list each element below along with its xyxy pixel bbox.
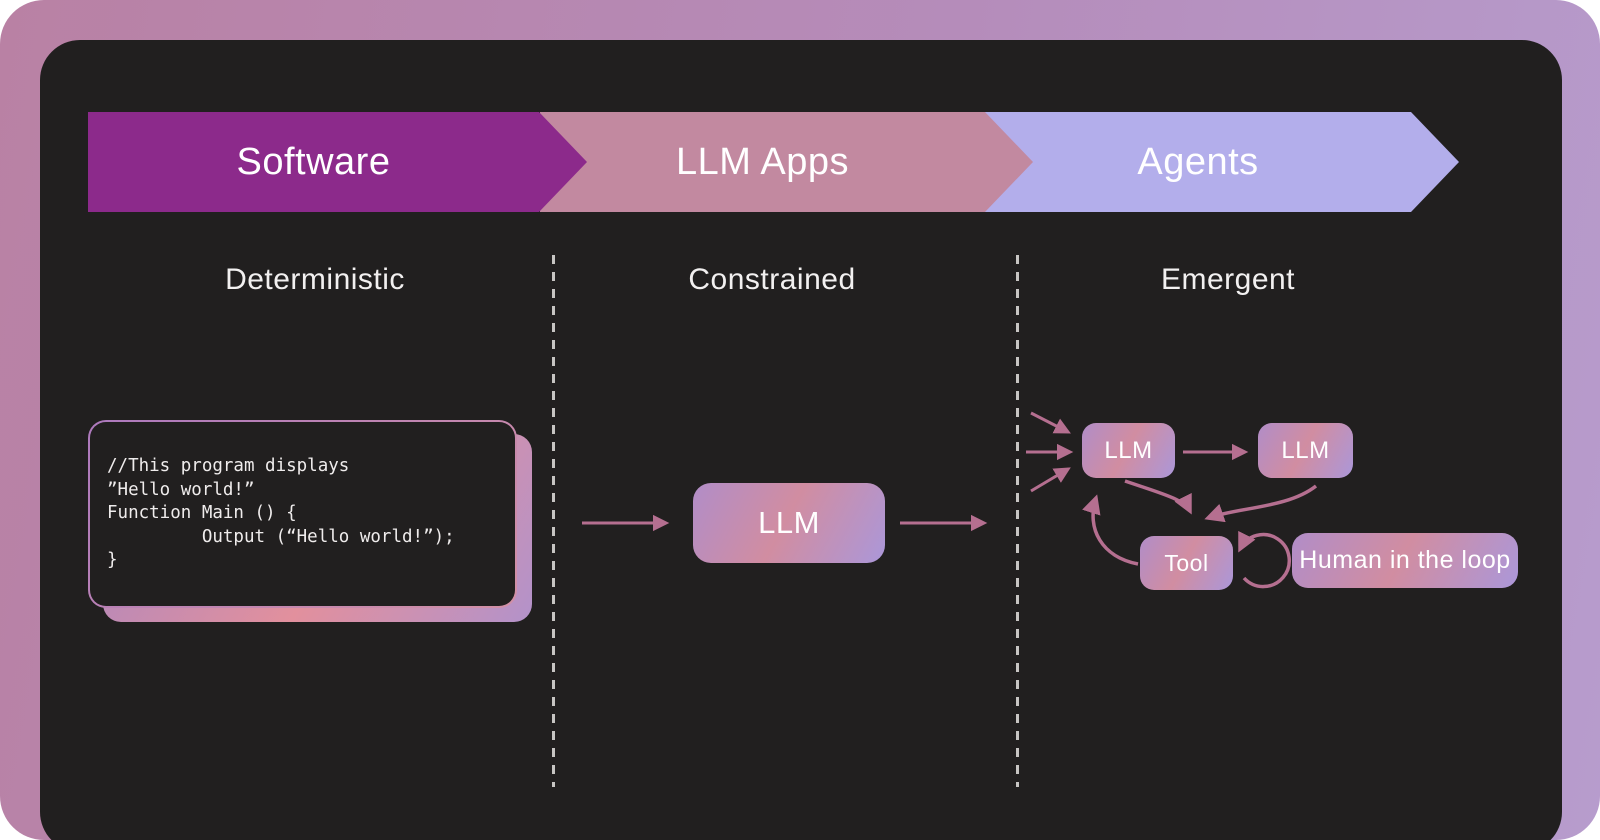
- llm-node-constrained-label: LLM: [758, 505, 820, 540]
- column-divider-right: [1016, 255, 1019, 787]
- human-in-the-loop-label: Human in the loop: [1299, 546, 1511, 574]
- stage-label-agents: Agents: [1137, 140, 1259, 183]
- llm-node-constrained: LLM: [693, 483, 885, 563]
- llm-node-2-label: LLM: [1281, 436, 1330, 464]
- stage-label-software: Software: [236, 140, 391, 183]
- human-in-the-loop-node: Human in the loop: [1292, 533, 1518, 588]
- code-card-inner: //This program displays ”Hello world!” F…: [90, 422, 515, 606]
- llm-node-1-label: LLM: [1104, 436, 1153, 464]
- stage-chevron-agents: Agents: [985, 112, 1459, 212]
- code-text: //This program displays ”Hello world!” F…: [107, 456, 455, 571]
- stage-chevron-software: Software: [88, 112, 587, 212]
- tool-node-label: Tool: [1164, 549, 1209, 576]
- stage-label-llm-apps: LLM Apps: [676, 140, 849, 183]
- tool-node: Tool: [1140, 536, 1233, 590]
- stage-chevron-llm-apps: LLM Apps: [540, 112, 1033, 212]
- column-header-emergent: Emergent: [1160, 263, 1296, 296]
- llm-node-1: LLM: [1082, 423, 1175, 478]
- column-divider-left: [552, 255, 555, 787]
- code-card: //This program displays ”Hello world!” F…: [88, 420, 517, 608]
- column-header-deterministic: Deterministic: [225, 263, 405, 296]
- column-header-constrained: Constrained: [688, 263, 856, 296]
- llm-node-2: LLM: [1258, 423, 1353, 478]
